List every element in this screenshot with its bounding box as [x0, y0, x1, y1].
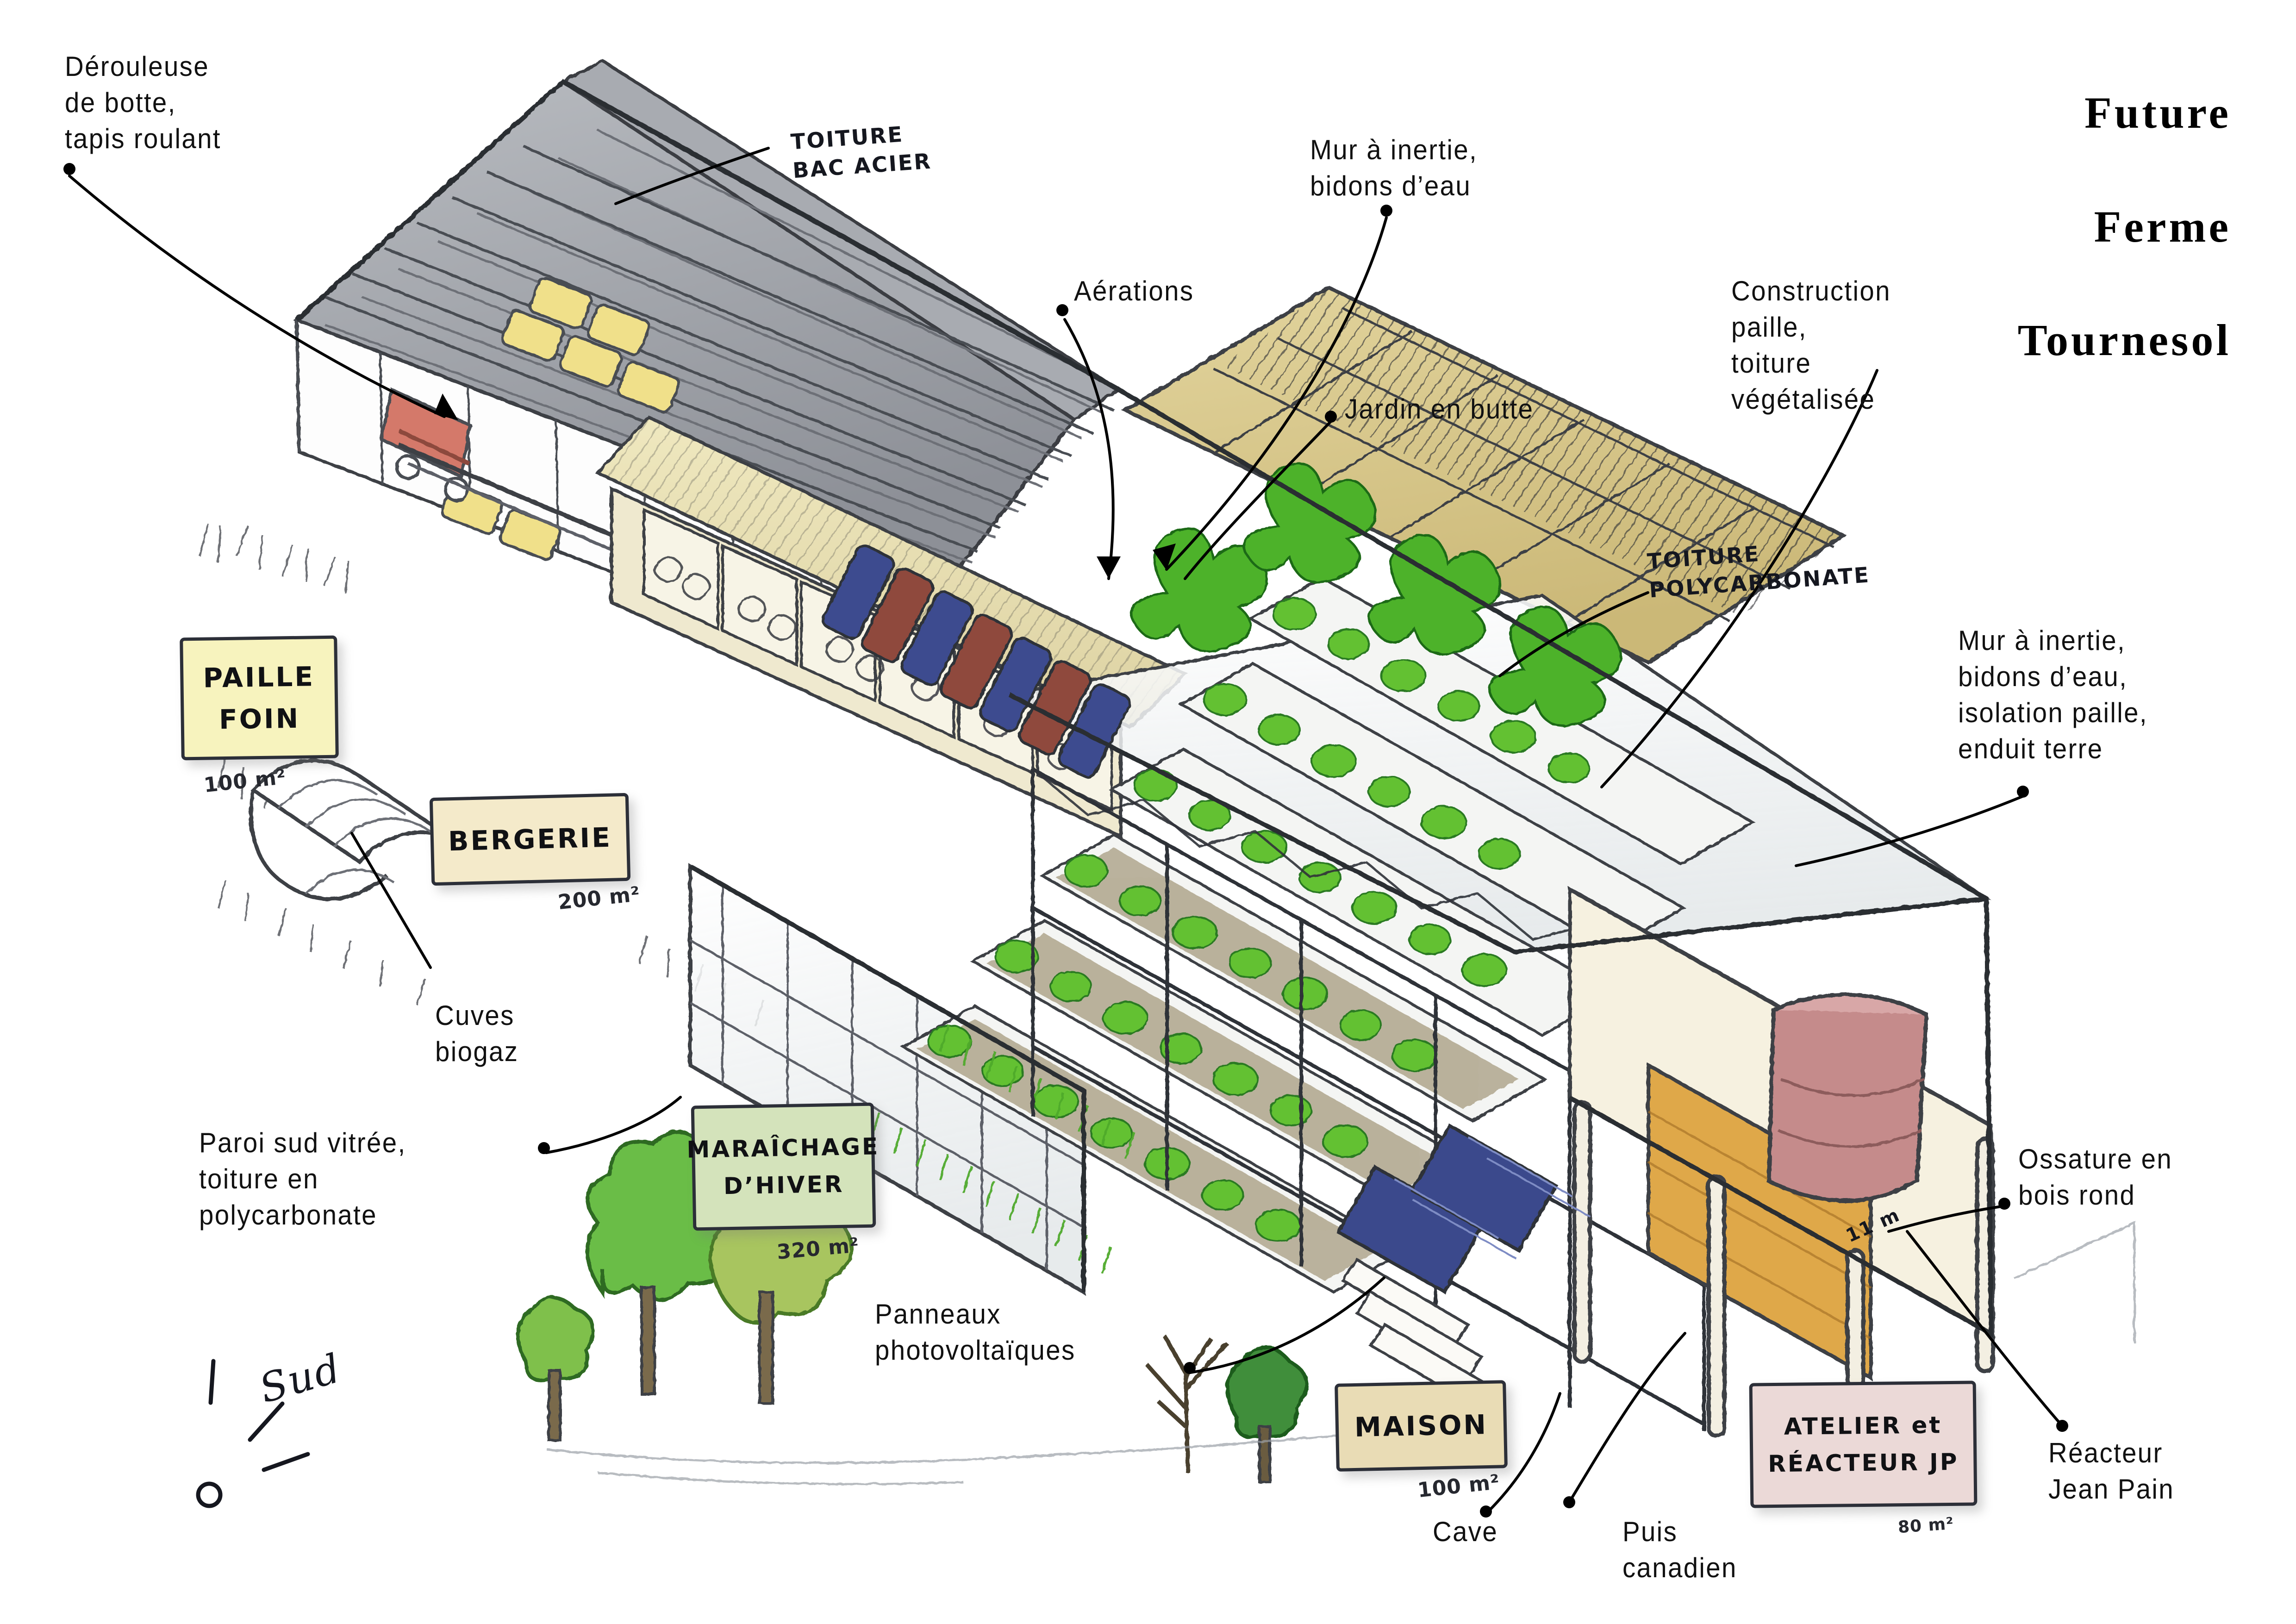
- label-mur-a-inertie-paille: Mur à inertie, bidons d’eau, isolation p…: [1958, 625, 2148, 764]
- label-derouleuse-de-botte: Dérouleuse de botte, tapis roulant: [65, 51, 221, 154]
- label-paroi-sud-vitree: Paroi sud vitrée, toiture en polycarbona…: [199, 1127, 406, 1230]
- label-aerations: Aérations: [1074, 275, 1194, 306]
- label-cave: Cave: [1433, 1516, 1498, 1547]
- raised-garden-beds: [869, 462, 1755, 1293]
- leader-dot-cave: [1480, 1505, 1492, 1518]
- note-maraichage-line1: MARAÎCHAGE: [686, 1133, 880, 1163]
- page-title-line-1: Future: [2084, 87, 2231, 137]
- note-maison[interactable]: MAISON: [1335, 1380, 1508, 1472]
- note-atelier-line1: ATELIER et: [1784, 1412, 1942, 1440]
- annotation-toiture-bac-acier: TOITURE BAC ACIER: [790, 121, 933, 183]
- note-paille-foin-line2: FOIN: [218, 702, 300, 735]
- jean-pain-reactor: [1766, 992, 1928, 1202]
- leader-dot-ossature: [1998, 1198, 2010, 1210]
- bare-tree: [1144, 1334, 1229, 1473]
- label-ossature-bois-rond: Ossature en bois rond: [2018, 1143, 2173, 1211]
- leader-dot-reacteur-jp: [2056, 1420, 2068, 1432]
- note-bergerie[interactable]: BERGERIE: [429, 793, 631, 886]
- leader-dot-mur-inertie-2: [2017, 786, 2029, 798]
- leader-dot-aerations: [1056, 304, 1068, 316]
- note-atelier-reacteur-jp[interactable]: ATELIER et RÉACTEUR JP: [1749, 1380, 1978, 1508]
- label-construction-paille: Construction paille, toiture végétalisée: [1731, 275, 1891, 415]
- note-maison-line1: MAISON: [1354, 1408, 1488, 1443]
- straw-building-right: [1567, 886, 1995, 1484]
- note-maraichage-line2: D’HIVER: [723, 1170, 844, 1200]
- label-mur-a-inertie: Mur à inertie, bidons d’eau: [1310, 134, 1478, 201]
- leader-dot-jardin-butte: [1325, 411, 1337, 423]
- leader-dot-puis: [1563, 1496, 1575, 1508]
- label-puis-canadien: Puis canadien: [1622, 1516, 1737, 1583]
- leader-dot-paroi-sud: [538, 1142, 550, 1154]
- small-shrub: [1225, 1344, 1308, 1439]
- label-panneaux-photovoltaiques: Panneaux photovoltaïques: [875, 1299, 1076, 1366]
- note-atelier-line2: RÉACTEUR JP: [1768, 1448, 1959, 1478]
- leader-dot-derouleuse: [63, 163, 75, 175]
- label-cuves-biogaz: Cuves biogaz: [435, 1000, 519, 1067]
- note-maraichage-hiver[interactable]: MARAÎCHAGE D’HIVER: [686, 1102, 880, 1231]
- note-bergerie-line1: BERGERIE: [448, 821, 612, 857]
- water-drums: [821, 543, 1131, 778]
- page-title-line-2: Ferme: [2094, 201, 2231, 251]
- leader-dot-panneaux-pv: [1184, 1362, 1196, 1374]
- pv-panels: [1335, 1123, 1591, 1294]
- note-paille-foin[interactable]: PAILLE FOIN: [180, 635, 339, 761]
- area-atelier: 80 m²: [1897, 1514, 1955, 1537]
- leader-dot-mur-inertie: [1380, 205, 1392, 217]
- note-paille-foin-line1: PAILLE: [203, 660, 315, 694]
- label-reacteur-jean-pain: Réacteur Jean Pain: [2048, 1437, 2175, 1505]
- page-title-line-3: Tournesol: [2017, 315, 2231, 365]
- label-jardin-en-butte: Jardin en butte: [1345, 394, 1534, 425]
- page-title: Future Ferme Tournesol: [2018, 28, 2231, 426]
